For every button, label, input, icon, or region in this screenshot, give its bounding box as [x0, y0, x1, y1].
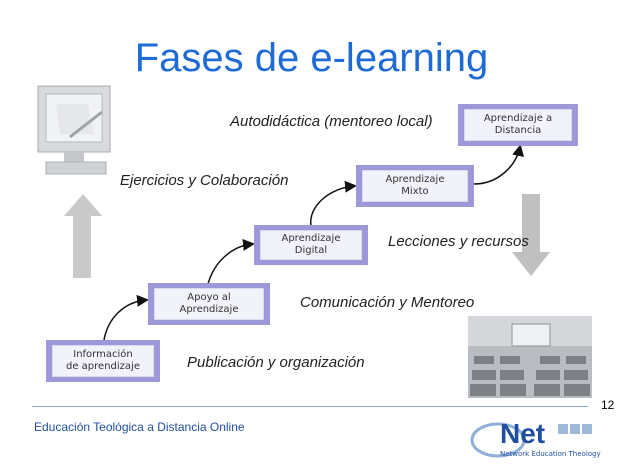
logo-swoosh-icon [470, 422, 592, 458]
stage-box-digital: Aprendizaje Digital [254, 225, 368, 265]
annotation-comunicacion: Comunicación y Mentoreo [300, 294, 475, 311]
annotation-lecciones: Lecciones y recursos [388, 233, 529, 250]
arrow-4-to-5 [473, 144, 525, 185]
arrow-2-to-3 [207, 238, 255, 285]
annotation-autodidactica: Autodidáctica (mentoreo local) [230, 113, 433, 130]
annotation-publicacion: Publicación y organización [187, 354, 365, 371]
arrow-3-to-4 [310, 180, 357, 227]
logo-tagline: Network Education Theology [500, 450, 601, 458]
up-arrow-icon [64, 194, 102, 278]
stage-label: Aprendizaje Mixto [362, 170, 468, 202]
classroom-photo [468, 316, 592, 398]
computer-monitor-icon [37, 85, 111, 175]
stage-box-informacion: Información de aprendizaje [46, 340, 160, 382]
down-arrow-icon [512, 194, 550, 276]
stage-box-mixto: Aprendizaje Mixto [356, 165, 474, 207]
arrow-1-to-2 [103, 294, 149, 341]
footer-text: Educación Teológica a Distancia Online [34, 420, 245, 434]
slide-title: Fases de e-learning [134, 36, 489, 80]
annotation-ejercicios: Ejercicios y Colaboración [120, 172, 289, 189]
net-logo: Net Network Education Theology [470, 418, 601, 462]
stage-label: Aprendizaje Digital [260, 230, 362, 260]
stage-label: Aprendizaje a Distancia [464, 109, 572, 141]
stage-box-distancia: Aprendizaje a Distancia [458, 104, 578, 146]
stage-label: Información de aprendizaje [52, 345, 154, 377]
stage-box-apoyo: Apoyo al Aprendizaje [148, 283, 270, 325]
stage-label: Apoyo al Aprendizaje [154, 288, 264, 320]
page-number: 12 [601, 398, 615, 412]
footer-divider [32, 406, 588, 407]
logo-word: Net [500, 418, 546, 449]
